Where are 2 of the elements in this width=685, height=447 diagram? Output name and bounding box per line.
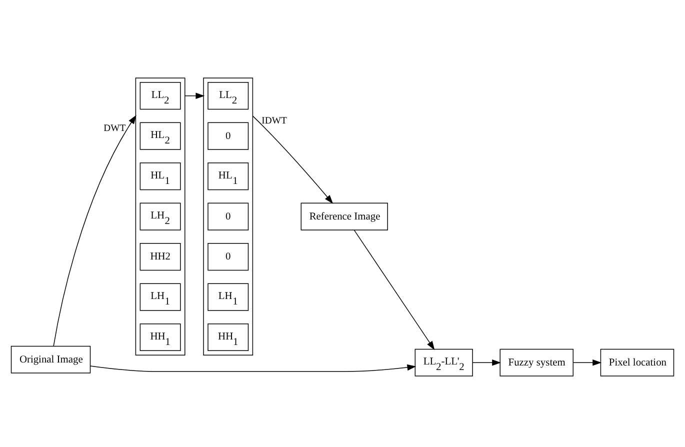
edge-label: IDWT xyxy=(262,115,287,126)
edge-label: DWT xyxy=(104,122,126,134)
